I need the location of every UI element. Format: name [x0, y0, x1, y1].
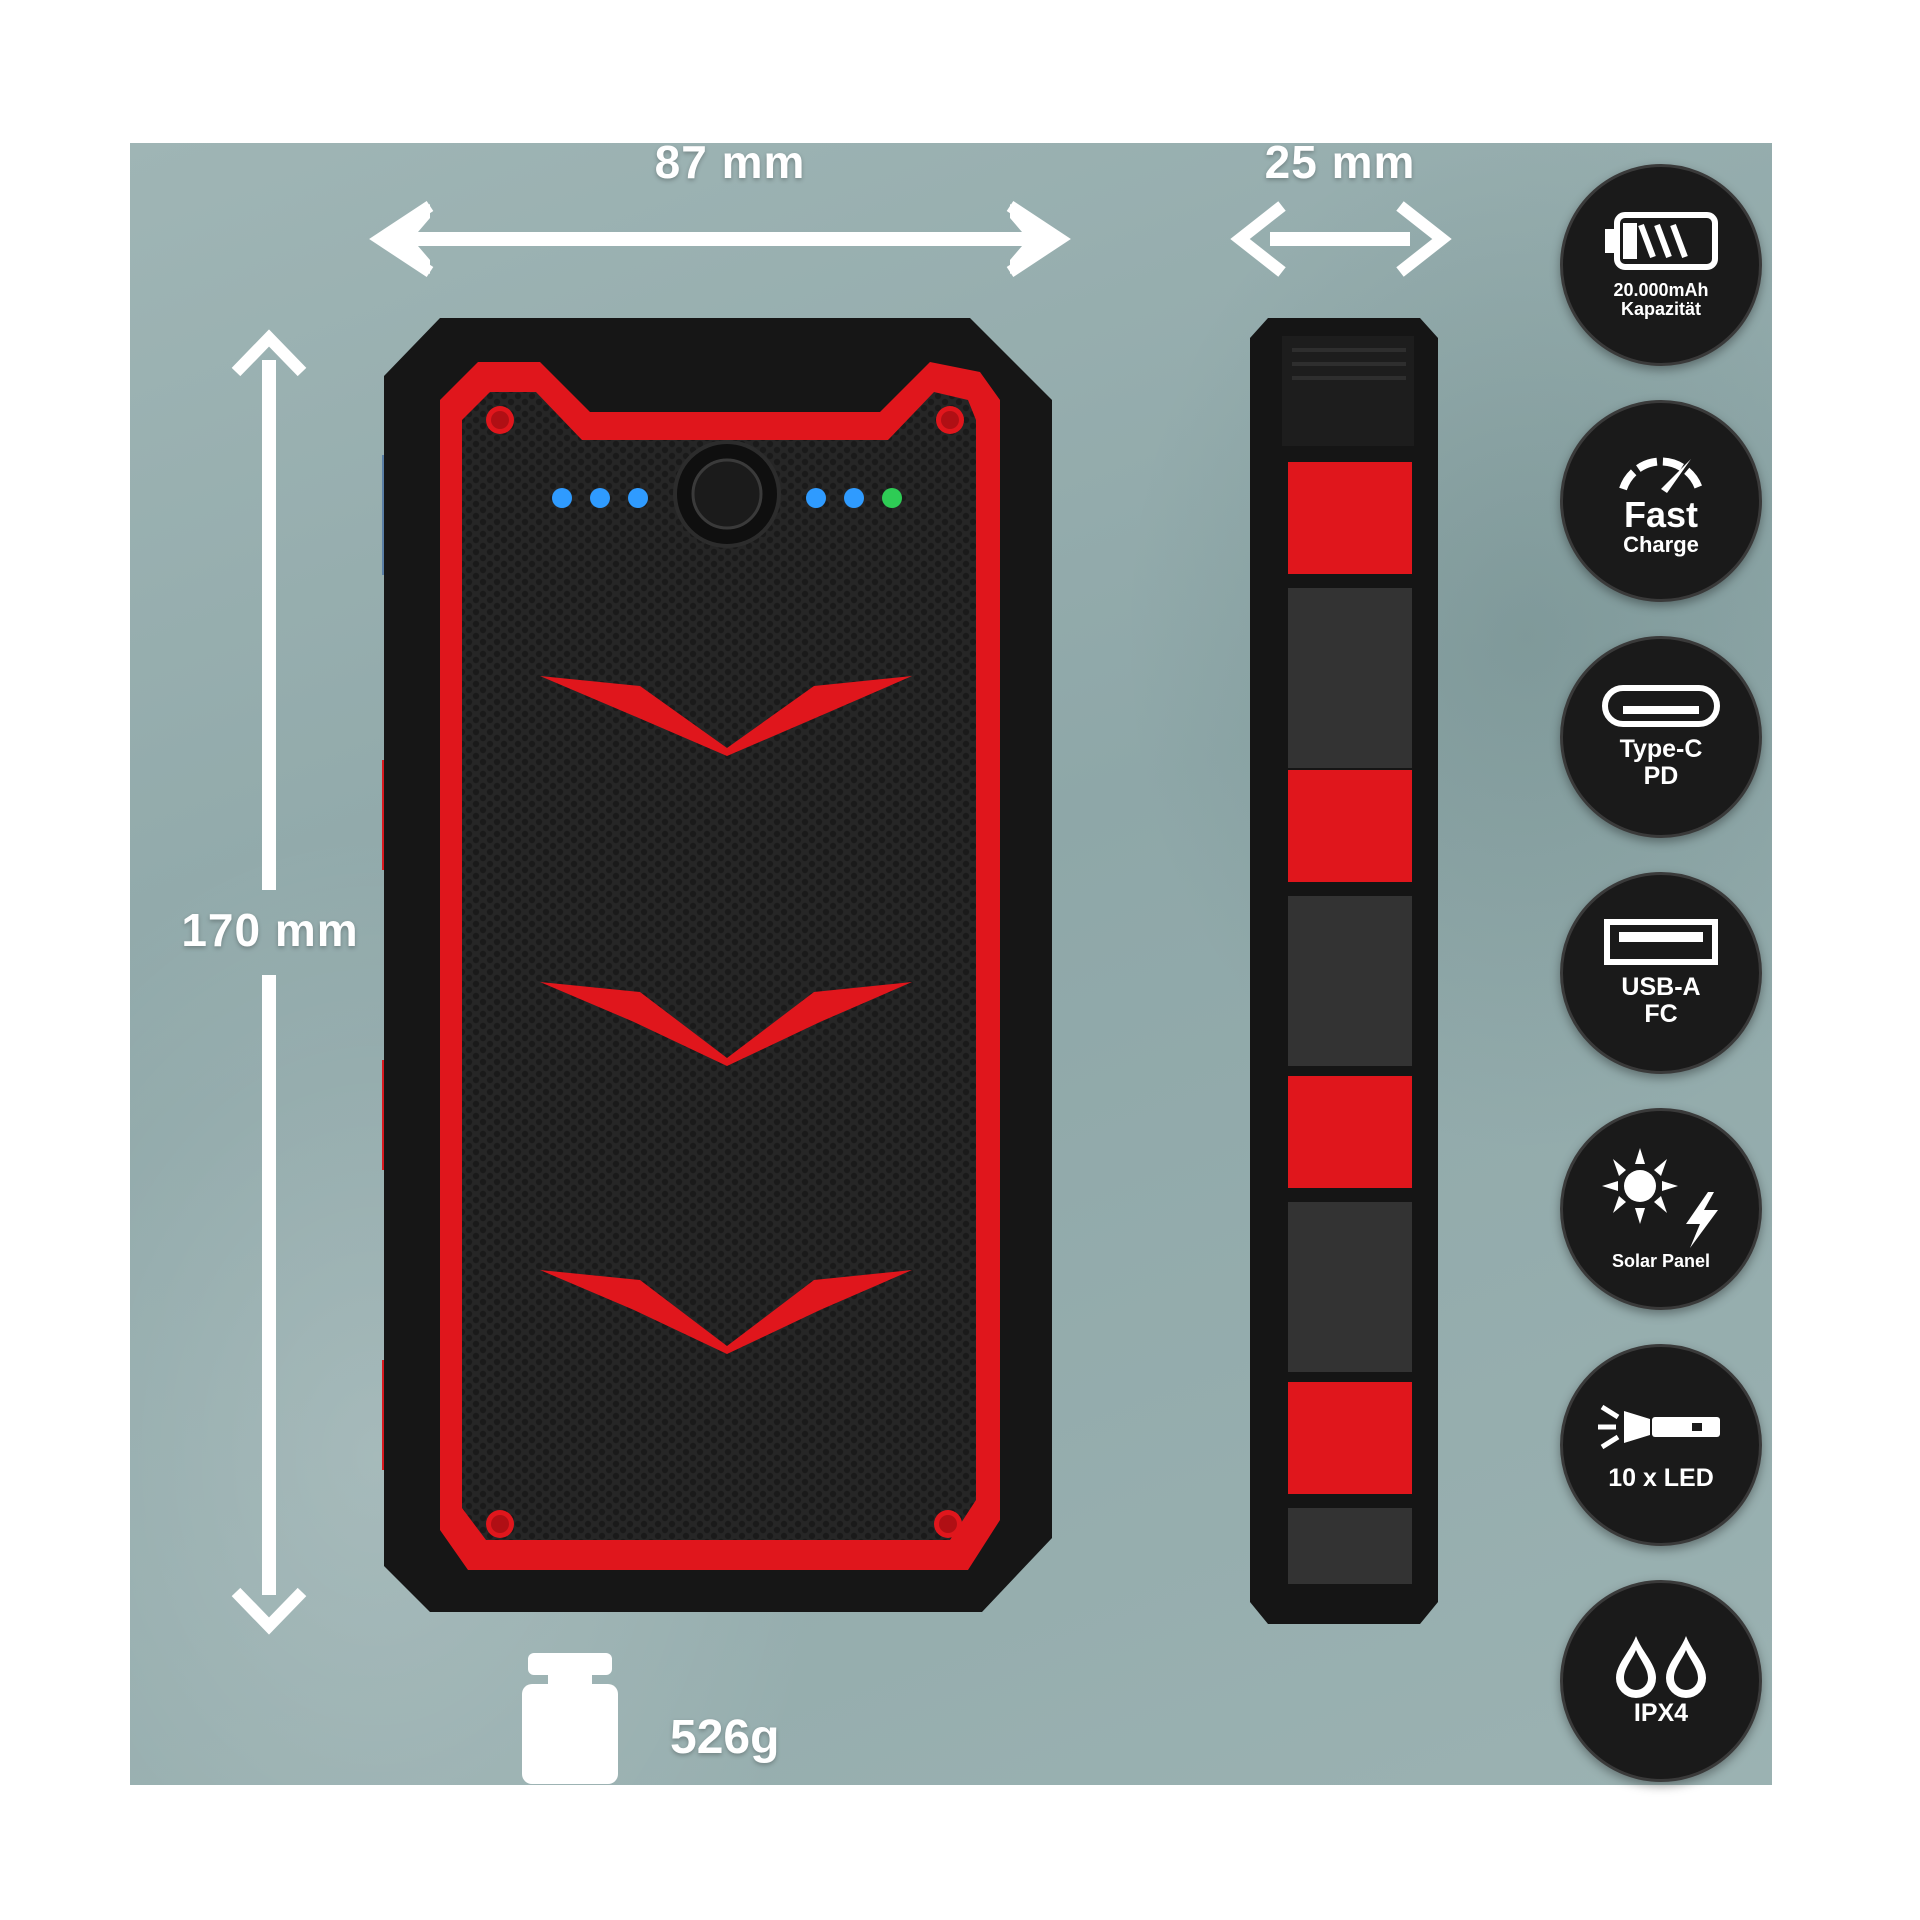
ipx4-caption: IPX4 [1633, 1699, 1689, 1728]
depth-label: 25 mm [1264, 136, 1416, 188]
led-4 [806, 488, 826, 508]
feature-fast-charge: Fast Charge [1560, 400, 1762, 602]
led-6 [882, 488, 902, 508]
feature-usb-a: USB-A FC [1560, 872, 1762, 1074]
solar-caption: Solar Panel [1611, 1250, 1711, 1271]
led-1 [552, 488, 572, 508]
weight-label: 526g [670, 1711, 780, 1764]
fast-charge-caption: Charge [1623, 531, 1699, 557]
feature-solar: Solar Panel [1560, 1108, 1762, 1310]
capacity-value: 20.000mAh [1613, 280, 1709, 301]
feature-led: 10 x LED [1560, 1344, 1762, 1546]
led-caption: 10 x LED [1608, 1464, 1714, 1493]
feature-type-c: Type-C PD [1560, 636, 1762, 838]
type-c-caption: PD [1643, 762, 1679, 790]
height-arrow [231, 329, 307, 1635]
usb-c-port-icon [1602, 684, 1720, 727]
led-2 [590, 488, 610, 508]
battery-icon [1605, 212, 1718, 271]
speedometer-icon [1619, 457, 1703, 493]
feature-ipx4: IPX4 [1560, 1580, 1762, 1782]
capacity-caption: Kapazität [1620, 299, 1701, 319]
feature-capacity: 20.000mAh Kapazität [1560, 164, 1762, 366]
fast-charge-title: Fast [1623, 493, 1699, 535]
sun-lightning-icon [1602, 1147, 1718, 1248]
weight-icon [522, 1653, 618, 1784]
usb-a-title: USB-A [1621, 972, 1701, 1001]
led-3 [628, 488, 648, 508]
type-c-title: Type-C [1619, 734, 1703, 763]
width-arrow [369, 200, 1071, 278]
height-label: 170 mm [181, 904, 359, 956]
led-5 [844, 488, 864, 508]
water-drops-icon [1616, 1636, 1706, 1699]
flashlight-icon [1598, 1405, 1720, 1450]
usb-a-port-icon [1604, 918, 1718, 965]
depth-arrow [1230, 201, 1452, 277]
width-label: 87 mm [654, 136, 806, 188]
usb-a-caption: FC [1644, 1000, 1678, 1028]
